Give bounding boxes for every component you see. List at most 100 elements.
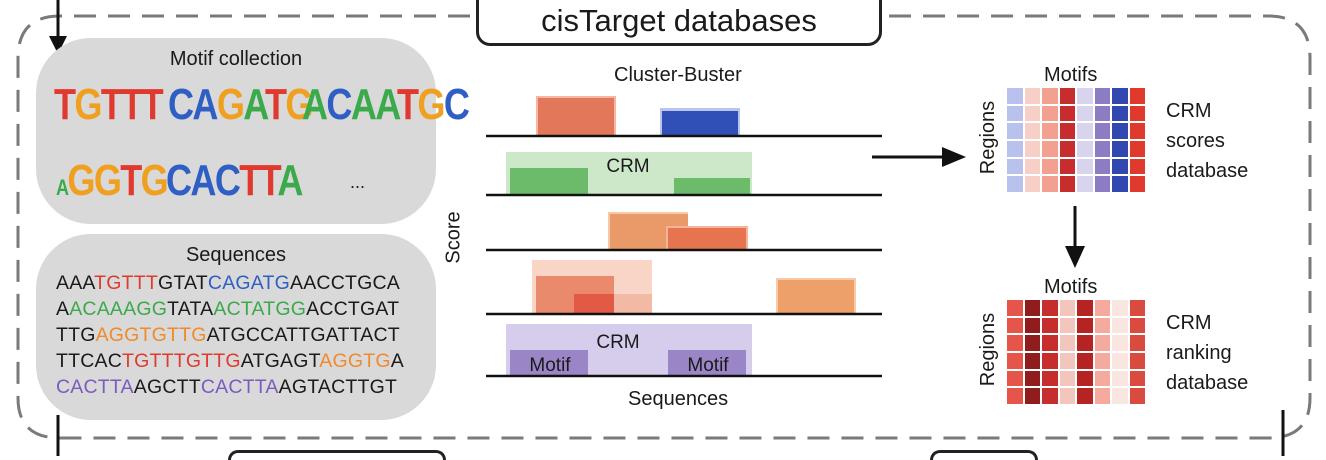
- motif-hit: [674, 178, 750, 194]
- ranking-db-name: CRM ranking database: [1166, 312, 1249, 394]
- heatmap-cell: [1058, 334, 1076, 352]
- sequence-line: AAATGTTTGTATCAGATGAACCTGCA: [56, 270, 404, 296]
- ranking-heatmap: [1005, 298, 1147, 406]
- motif-label: Motif: [687, 355, 729, 376]
- heatmap-cell: [1041, 387, 1059, 405]
- arrow-down: [1065, 206, 1085, 268]
- sequence-segment: CAGATG: [207, 272, 291, 294]
- motif-hit: [574, 294, 614, 314]
- heatmap-cell: [1128, 351, 1146, 370]
- heatmap-cell: [1058, 369, 1076, 388]
- heatmap-cell: [1111, 87, 1129, 105]
- motif-hit: [668, 228, 746, 250]
- sequence-segment: GTAT: [158, 272, 208, 294]
- motif-collection-title: Motif collection: [169, 48, 303, 70]
- heatmap-cell: [1058, 299, 1076, 317]
- heatmap-cell: [1006, 316, 1024, 335]
- sequence-segment: ACAAAGG: [69, 298, 168, 320]
- cluster-buster-title: Cluster-Buster: [614, 64, 742, 86]
- motif-logo: ACAATGC: [302, 80, 470, 129]
- sequence-segment: A: [390, 350, 404, 372]
- heatmap-cell: [1076, 316, 1094, 335]
- heatmap-cell: [1058, 157, 1076, 176]
- motif-logo: CAGATG: [168, 80, 314, 129]
- heatmap-cell: [1023, 316, 1041, 335]
- heatmap-cell: [1076, 139, 1094, 158]
- heatmap-cell: [1111, 387, 1129, 405]
- sequence-segment: AGCTT: [133, 376, 201, 398]
- sequences-axis-label: Sequences: [628, 388, 729, 410]
- heatmap-cell: [1128, 139, 1146, 158]
- heatmap-cell: [1111, 122, 1129, 140]
- heatmap-cell: [1023, 122, 1041, 140]
- arrow-right: [872, 147, 966, 167]
- heatmap-cell: [1076, 387, 1094, 405]
- motif-logo: TGTTT: [54, 80, 164, 129]
- heatmap-cell: [1128, 299, 1146, 317]
- heatmap-cell: [1076, 369, 1094, 388]
- heatmap-cell: [1128, 316, 1146, 335]
- sequence-segment: TTG: [56, 324, 96, 346]
- crm-label: CRM: [606, 156, 649, 177]
- heatmap-cell: [1111, 299, 1129, 317]
- heatmap-cell: [1006, 157, 1024, 176]
- sequences-title: Sequences: [185, 244, 287, 266]
- heatmap-cell: [1041, 122, 1059, 140]
- sequence-segment: TTCAC: [56, 350, 122, 372]
- heatmap-cell: [1111, 351, 1129, 370]
- heatmap-cell: [1023, 351, 1041, 370]
- heatmap-cell: [1076, 299, 1094, 317]
- sequence-line: TTCACTGTTTGTTGATGAGTAGGTGA: [56, 348, 404, 374]
- heatmap-cell: [1076, 157, 1094, 176]
- sequence-segment: AGGTGTTG: [95, 324, 207, 346]
- motif-hit: [510, 168, 588, 194]
- scores-motifs-label: Motifs: [1044, 64, 1098, 86]
- heatmap-cell: [1006, 104, 1024, 123]
- heatmap-cell: [1023, 139, 1041, 158]
- sequence-segment: TGTTTGTTG: [122, 350, 241, 372]
- cluster-buster-diagram: CRM CRM Motif Motif: [486, 96, 882, 378]
- sequence-line: AACAAAGGTATAACTATGGACCTGAT: [56, 296, 404, 322]
- crm-label: CRM: [596, 332, 639, 353]
- heatmap-cell: [1006, 139, 1024, 158]
- heatmap-cell: [1058, 316, 1076, 335]
- heatmap-cell: [1093, 104, 1111, 123]
- heatmap-cell: [1041, 351, 1059, 370]
- heatmap-cell: [1006, 175, 1024, 193]
- sequence-segment: AGGTG: [319, 350, 391, 372]
- bottom-box-right: [930, 450, 1038, 460]
- page-title: cisTarget databases: [541, 3, 817, 38]
- heatmap-cell: [1006, 387, 1024, 405]
- heatmap-cell: [1058, 387, 1076, 405]
- heatmap-cell: [1093, 351, 1111, 370]
- motif-logo: CACTTA: [166, 156, 303, 205]
- sequence-line: CACTTAAGCTTCACTTAAGTACTTGT: [56, 374, 404, 400]
- heatmap-cell: [1111, 104, 1129, 123]
- heatmap-cell: [1093, 387, 1111, 405]
- heatmap-cell: [1023, 87, 1041, 105]
- heatmap-cell: [1058, 87, 1076, 105]
- heatmap-cell: [1093, 139, 1111, 158]
- sequence-segment: ACTATGG: [213, 298, 307, 320]
- heatmap-cell: [1093, 299, 1111, 317]
- motif-logo: AGGTG: [56, 156, 169, 205]
- heatmap-cell: [1006, 351, 1024, 370]
- heatmap-cell: [1076, 351, 1094, 370]
- heatmap-cell: [1093, 157, 1111, 176]
- motif-hit: [510, 350, 588, 376]
- heatmap-cell: [1093, 87, 1111, 105]
- motif-label: Motif: [529, 355, 571, 376]
- sequence-segment: CACTTA: [200, 376, 279, 398]
- sequence-segment: TGTTT: [94, 272, 158, 294]
- motif-hit: [614, 294, 652, 314]
- heatmap-cell: [1006, 87, 1024, 105]
- heatmap-cell: [1111, 334, 1129, 352]
- heatmap-cell: [1023, 387, 1041, 405]
- heatmap-cell: [1023, 334, 1041, 352]
- heatmap-cell: [1041, 157, 1059, 176]
- heatmap-cell: [1128, 334, 1146, 352]
- heatmap-cell: [1041, 87, 1059, 105]
- motif-collection-panel: Motif collection TGTTT CAGATG ACAATGC AG…: [36, 38, 470, 224]
- motif-hit: [538, 98, 614, 136]
